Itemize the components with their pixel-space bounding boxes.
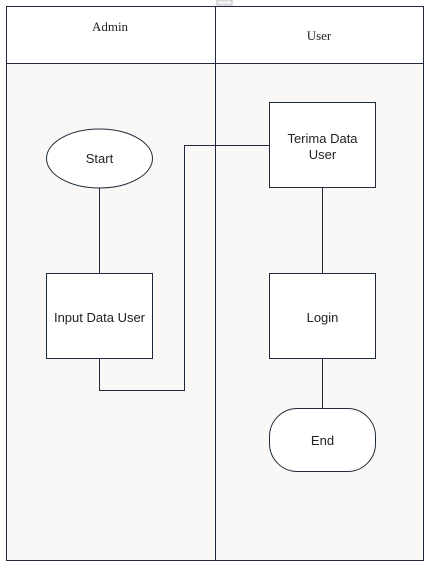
- edge-input-to-terima: [99, 145, 269, 391]
- lane-user-title: User: [307, 28, 332, 43]
- terima-data-user-node[interactable]: [269, 102, 376, 188]
- start-label: Start: [86, 151, 114, 166]
- lane-admin-header: [6, 6, 216, 64]
- resize-handle[interactable]: [216, 0, 233, 6]
- terima-data-user-label-line1: Terima Data: [287, 131, 358, 146]
- end-label: End: [311, 433, 334, 448]
- terima-data-user-label-line2: User: [309, 147, 337, 162]
- input-data-user-label: Input Data User: [54, 310, 146, 325]
- input-data-user-node[interactable]: [46, 273, 153, 359]
- end-node[interactable]: [269, 408, 376, 472]
- lane-user-header: [215, 6, 424, 64]
- lane-admin-title: Admin: [92, 19, 129, 34]
- login-label: Login: [307, 310, 339, 325]
- login-node[interactable]: [269, 273, 376, 359]
- start-node[interactable]: [46, 128, 153, 189]
